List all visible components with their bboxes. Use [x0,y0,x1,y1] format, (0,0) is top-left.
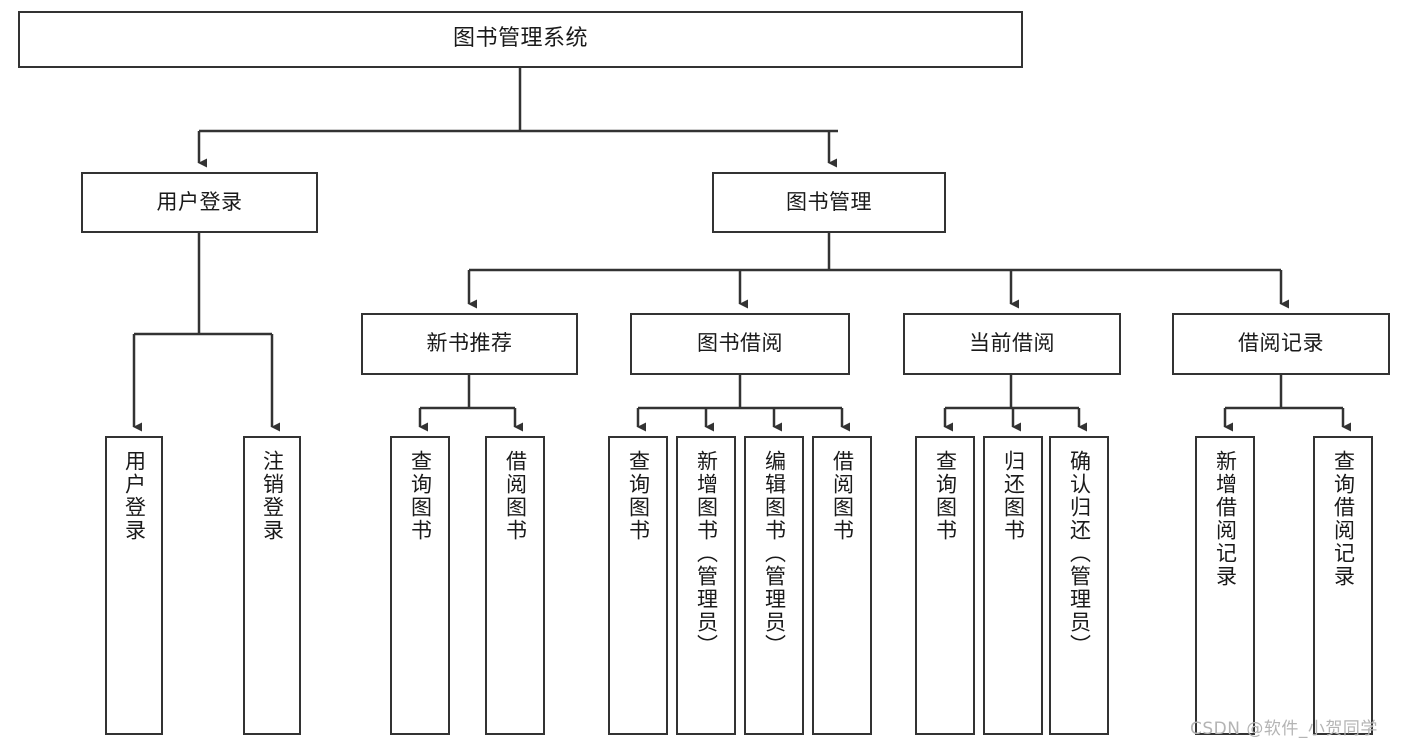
watermark: CSDN @软件_小贺同学 [1190,719,1378,739]
leaf-record-query-record[interactable]: 查询借阅记录 [1313,436,1373,735]
node-book-management[interactable]: 图书管理 [712,172,946,233]
node-label: 确认归还（管理员） [1067,450,1092,657]
node-label: 归还图书 [1001,450,1026,542]
node-label: 借阅图书 [503,450,528,542]
node-new-book-recommend[interactable]: 新书推荐 [361,313,578,375]
node-label: 图书管理 [786,189,872,214]
node-label: 查询借阅记录 [1331,450,1356,588]
node-label: 查询图书 [933,450,958,542]
node-label: 借阅图书 [830,450,855,542]
node-user-login[interactable]: 用户登录 [81,172,318,233]
node-current-borrow[interactable]: 当前借阅 [903,313,1121,375]
leaf-current-return-book[interactable]: 归还图书 [983,436,1043,735]
leaf-new-book-query[interactable]: 查询图书 [390,436,450,735]
leaf-borrow-edit-book-admin[interactable]: 编辑图书（管理员） [744,436,804,735]
node-label: 借阅记录 [1238,331,1324,356]
node-label: 注销登录 [260,450,285,542]
node-label: 新增图书（管理员） [694,450,719,657]
node-label: 新增借阅记录 [1213,450,1238,588]
leaf-user-login-signin[interactable]: 用户登录 [105,436,163,735]
leaf-record-add-record[interactable]: 新增借阅记录 [1195,436,1255,735]
leaf-new-book-borrow[interactable]: 借阅图书 [485,436,545,735]
node-label: 编辑图书（管理员） [762,450,787,657]
node-label: 查询图书 [408,450,433,542]
node-borrow-record[interactable]: 借阅记录 [1172,313,1390,375]
node-label: 用户登录 [156,189,243,214]
node-label: 当前借阅 [969,331,1055,356]
node-label: 图书借阅 [697,331,783,356]
leaf-current-confirm-return-admin[interactable]: 确认归还（管理员） [1049,436,1109,735]
leaf-user-login-signout[interactable]: 注销登录 [243,436,301,735]
leaf-current-query-book[interactable]: 查询图书 [915,436,975,735]
leaf-borrow-borrow-book[interactable]: 借阅图书 [812,436,872,735]
leaf-borrow-add-book-admin[interactable]: 新增图书（管理员） [676,436,736,735]
node-book-borrow[interactable]: 图书借阅 [630,313,850,375]
node-root-library-system[interactable]: 图书管理系统 [18,11,1023,68]
node-label: 图书管理系统 [452,26,588,52]
leaf-borrow-query-book[interactable]: 查询图书 [608,436,668,735]
node-label: 查询图书 [626,450,651,542]
node-label: 用户登录 [122,450,147,542]
node-label: 新书推荐 [426,331,513,356]
